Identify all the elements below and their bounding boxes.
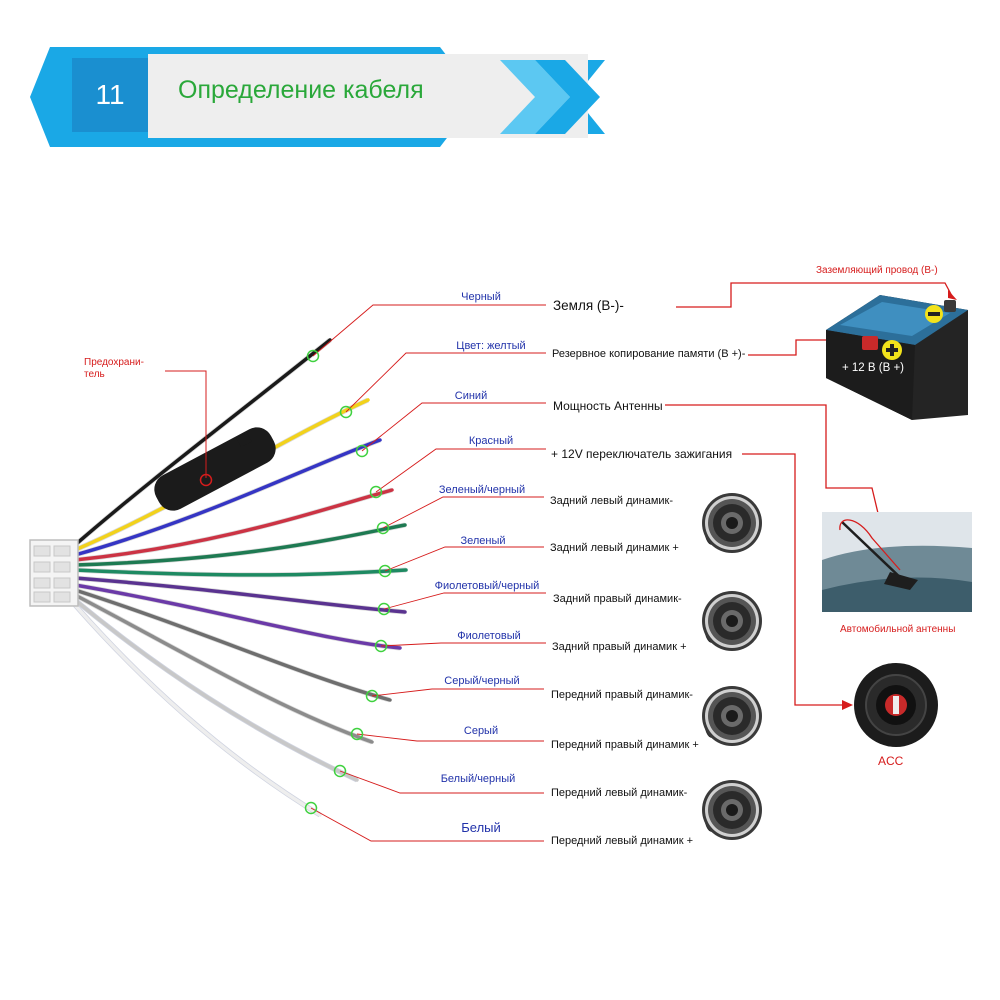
battery-voltage-label: + 12 В (В +) [842, 362, 905, 374]
callout-line [371, 688, 544, 697]
wire [73, 438, 382, 557]
wire-connector [29, 539, 79, 607]
speaker-icon [702, 686, 762, 746]
function-antenna-power: Мощность Антенны [553, 399, 663, 413]
wire-label-black: Черный [461, 291, 501, 303]
wire-marker [376, 521, 390, 535]
wire-label-gray-black: Серый/черный [444, 675, 520, 687]
page-title: Определение кабеля [178, 76, 424, 104]
wire-outline [73, 603, 322, 818]
callout-line [383, 592, 546, 610]
ground-connection-line [676, 282, 953, 308]
wire-label-red: Красный [468, 435, 514, 447]
wire [73, 593, 374, 744]
wire [73, 488, 394, 562]
function-front-left-minus: Передний левый динамик- [551, 787, 688, 799]
ignition-arrow-head [842, 700, 853, 710]
callout-line [339, 770, 544, 794]
battery-image [826, 295, 968, 420]
wire-label-white-black: Белый/черный [440, 773, 516, 785]
wire-marker [339, 405, 353, 419]
wire [73, 598, 359, 782]
wire-label-violet-black: Фиолетовый/черный [434, 580, 540, 592]
function-rear-left-plus: Задний левый динамик + [550, 542, 679, 554]
wire [73, 523, 407, 567]
car-antenna-image [822, 512, 972, 612]
wire [73, 583, 402, 650]
wire-marker [306, 349, 320, 363]
wire-label-gray: Серый [463, 725, 499, 737]
function-memory-backup: Резервное копирование памяти (B +)- [552, 348, 746, 360]
wire-label-green-black: Зеленый/черный [438, 484, 526, 496]
speaker-icon [702, 591, 762, 651]
fuse-holder [154, 427, 276, 511]
callout-line [382, 496, 544, 529]
fuse-label: Предохрани- тель [84, 357, 144, 381]
antenna-connection-line [665, 404, 883, 531]
fuse-marker [199, 473, 213, 487]
wire-label-violet: Фиолетовый [457, 630, 521, 642]
callout-line [345, 352, 546, 413]
wire [73, 568, 408, 577]
function-front-right-plus: Передний правый динамик + [551, 739, 699, 751]
wire-marker [350, 727, 364, 741]
function-front-left-plus: Передний левый динамик + [551, 835, 694, 847]
acc-switch-image [854, 663, 938, 747]
function-ground: Земля (B-)- [553, 298, 624, 313]
header-banner [30, 47, 605, 147]
wire-marker [365, 689, 379, 703]
wire-label-yellow: Цвет: желтый [456, 340, 526, 352]
ground-wire-label: Заземляющий провод (B-) [816, 265, 938, 276]
function-rear-right-minus: Задний правый динамик- [553, 593, 682, 605]
callout-line [312, 304, 546, 357]
wire-marker [333, 764, 347, 778]
wire-marker [374, 639, 388, 653]
function-front-right-minus: Передний правый динамик- [551, 689, 693, 701]
callout-line [380, 642, 546, 647]
callout-line [361, 402, 546, 452]
callout-lines [304, 304, 546, 842]
speakers [702, 493, 762, 840]
wire-label-blue: Синий [454, 390, 488, 402]
section-number: 11 [95, 79, 125, 110]
function-ignition: + 12V переключатель зажигания [551, 447, 733, 461]
wire-marker [304, 801, 318, 815]
antenna-label: Автомобильной антенны [840, 624, 956, 635]
wire-marker [369, 485, 383, 499]
wire [73, 588, 392, 702]
acc-label: ACC [878, 754, 904, 768]
callout-line [375, 448, 546, 493]
speaker-icon [702, 780, 762, 840]
wire-label-green: Зеленый [460, 535, 506, 547]
function-rear-left-minus: Задний левый динамик- [550, 495, 674, 507]
fuse-callout-line [165, 370, 207, 478]
wire [73, 603, 322, 817]
speaker-icon [702, 493, 762, 553]
wire [73, 576, 407, 614]
callout-line [356, 733, 544, 742]
fuse-label-line1: Предохрани- [84, 357, 144, 368]
function-rear-right-plus: Задний правый динамик + [552, 641, 687, 653]
wire-outline [73, 598, 359, 783]
wire-marker [355, 444, 369, 458]
ignition-connection-line [742, 453, 842, 706]
wire-marker [378, 564, 392, 578]
memory-connection-line [748, 339, 855, 356]
fuse-label-line2: тель [84, 369, 105, 380]
wire [73, 338, 332, 547]
callout-line [310, 807, 544, 842]
wire-bundle [73, 338, 408, 818]
wire-marker [377, 602, 391, 616]
ground-arrow-head [948, 290, 957, 300]
callout-line [384, 546, 544, 572]
wire-label-white: Белый [461, 820, 501, 835]
